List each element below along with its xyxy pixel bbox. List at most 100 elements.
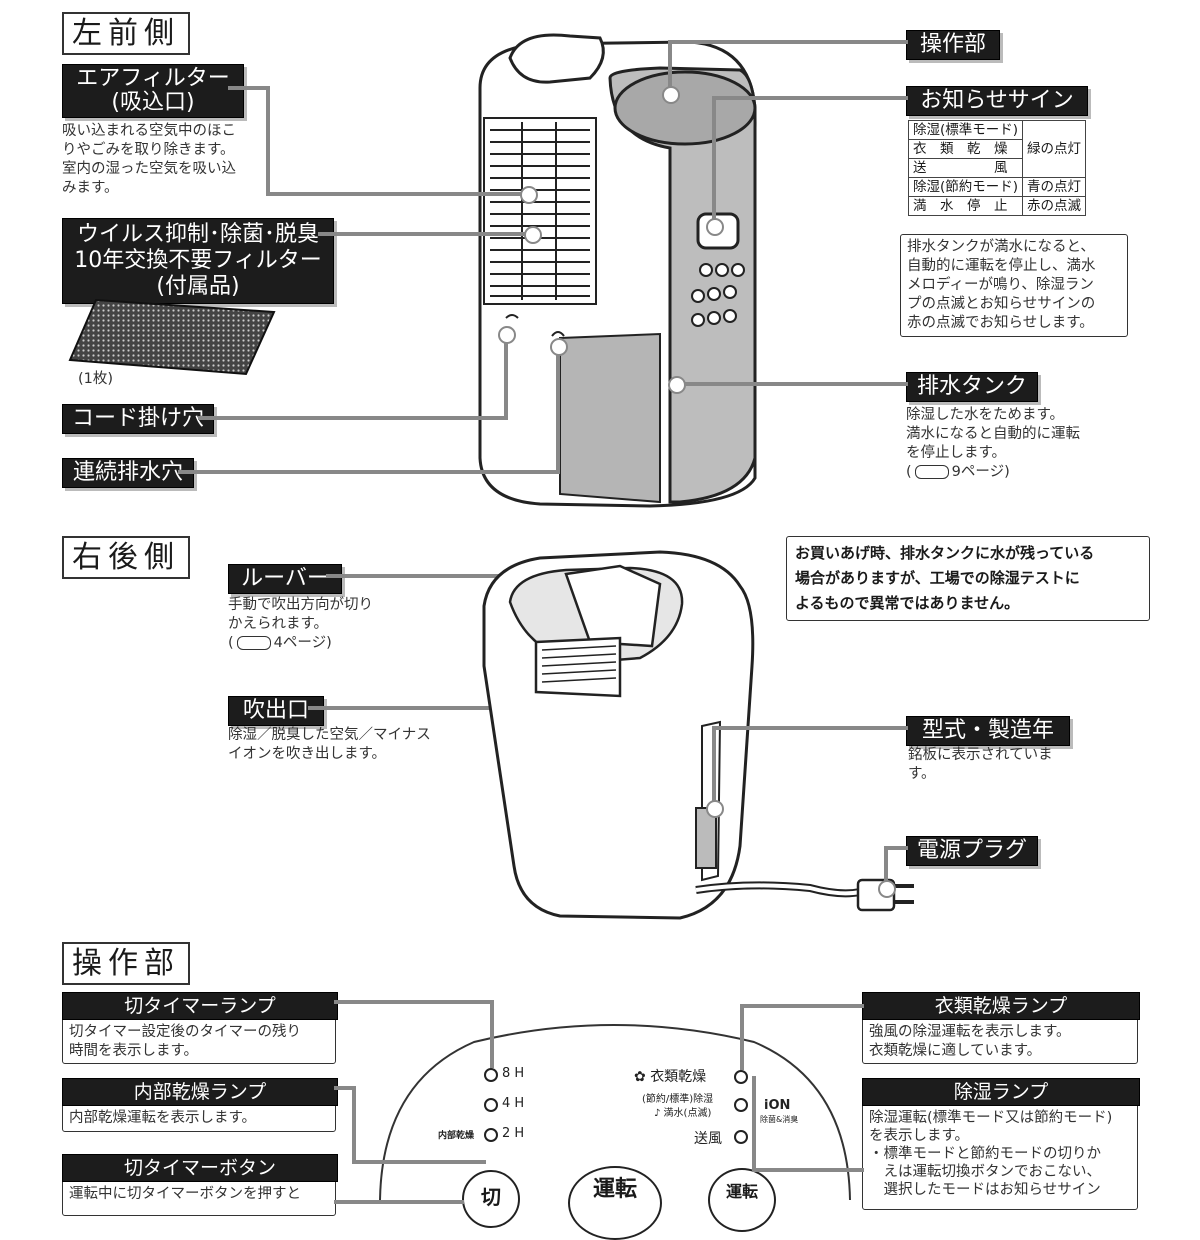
state-cell: 緑の点灯: [1022, 120, 1087, 178]
dehumidifier-back-illustration: [482, 550, 755, 920]
desc-line: 吸い込まれる空気中のほこ: [62, 123, 236, 139]
internal-dry-lamp-description: 内部乾燥運転を表示します。: [69, 1110, 257, 1126]
desc-line: 除湿運転(標準モード又は節約モード): [869, 1110, 1113, 1126]
full-tank-text: ♪ 満水(点滅): [654, 1108, 712, 1119]
laundry-lamp-callout: 衣類乾燥ランプ 強風の除湿運転を表示します。 衣類乾燥に適しています。: [862, 992, 1140, 1064]
leader-line: [228, 86, 270, 90]
desc-line: ・標準モードと節約モードの切りか: [869, 1146, 1101, 1162]
leader-line: [668, 40, 672, 92]
note-line: 場合がありますが、工場での除湿テストに: [795, 569, 1080, 587]
virus-filter-label: ウイルス抑制･除菌･脱臭 10年交換不要フィルター (付属品): [62, 218, 334, 304]
mode-switch-button[interactable]: 運転: [708, 1168, 776, 1232]
leader-line: [712, 96, 716, 226]
pointer-dot: [668, 376, 686, 394]
timer-4h-text: 4 H: [502, 1096, 525, 1111]
leader-line: [490, 1000, 494, 1068]
desc-line: りやごみを取り除きます。: [62, 142, 235, 158]
internal-dry-text: 内部乾燥: [438, 1131, 475, 1141]
note-line: 自動的に運転を停止し、満水: [907, 258, 1096, 274]
air-filter-title: エアフィルター: [76, 66, 230, 91]
leader-line: [334, 1200, 464, 1204]
internal-dry-lamp-callout: 内部乾燥ランプ 内部乾燥運転を表示します。: [62, 1078, 338, 1132]
ref-open: (: [906, 464, 912, 480]
timer-2h-lamp: [484, 1128, 498, 1142]
timer-button-description: 運転中に切タイマーボタンを押すと: [69, 1186, 301, 1202]
dehumidifier-front-illustration: [478, 33, 757, 508]
note-line: よるもので異常ではありません。: [795, 594, 1020, 612]
louver-description: 手動で吹出方向が切り かえられます。 (4ページ): [228, 596, 373, 653]
drain-tank-label: 排水タンク: [906, 372, 1038, 402]
leader-line: [752, 1168, 864, 1172]
desc-line: 衣類乾燥に適しています。: [869, 1043, 1042, 1059]
drain-hole-label: 連続排水穴: [62, 458, 194, 488]
fan-lamp: [734, 1130, 748, 1144]
timer-8h-lamp: [484, 1068, 498, 1082]
leader-line: [752, 1076, 756, 1172]
desc-line: す。: [908, 766, 936, 782]
internal-dry-lamp-title: 内部乾燥ランプ: [62, 1078, 338, 1106]
pointer-dot: [662, 86, 680, 104]
factory-water-note: お買いあげ時、排水タンクに水が残っている 場合がありますが、工場での除湿テストに…: [786, 536, 1150, 621]
run-button[interactable]: 運転: [568, 1166, 662, 1240]
mode-cell: 送 風: [907, 158, 1024, 178]
section-title-operation: 操作部: [62, 942, 190, 985]
mode-cell: 衣 類 乾 燥: [907, 139, 1024, 159]
off-timer-button[interactable]: 切: [462, 1170, 520, 1228]
pointing-hand-icon: [236, 636, 271, 650]
notice-sign-label: お知らせサイン: [906, 86, 1088, 116]
dehum-lamp-description: 除湿運転(標準モード又は節約モード) を表示します。 ・標準モードと節約モードの…: [863, 1107, 1137, 1201]
desc-line: 室内の湿った空気を吸い込: [62, 161, 236, 177]
mode-cell: 除湿(節約モード): [907, 177, 1024, 197]
leader-line: [266, 192, 528, 196]
model-description: 銘板に表示されていま す。: [908, 746, 1053, 784]
mode-cell: 除湿(標準モード): [907, 120, 1024, 140]
note-line: 赤の点滅でお知らせします。: [907, 315, 1094, 331]
laundry-label: 衣類乾燥: [650, 1069, 707, 1085]
pointer-dot: [524, 226, 542, 244]
desc-line: 選択したモードはお知らせサイン: [869, 1182, 1101, 1198]
desc-line: 満水になると自動的に運転: [906, 426, 1080, 442]
timer-lamp-callout: 切タイマーランプ 切タイマー設定後のタイマーの残り 時間を表示します。: [62, 992, 338, 1064]
timer-lamp-title: 切タイマーランプ: [62, 992, 338, 1020]
filter-count: (1枚): [78, 371, 114, 387]
state-cell: 赤の点滅: [1022, 196, 1087, 216]
desc-line: 切タイマー設定後のタイマーの残り: [69, 1024, 301, 1040]
leader-line: [556, 346, 560, 474]
desc-line: みます。: [62, 180, 119, 196]
desc-line: を表示します。: [869, 1128, 970, 1144]
leader-line: [668, 40, 908, 44]
timer-2h-text: 2 H: [502, 1126, 525, 1141]
desc-line: 強風の除湿運転を表示します。: [869, 1024, 1071, 1040]
ref-open: (: [228, 635, 234, 651]
dehum-lamp-title: 除湿ランプ: [862, 1078, 1140, 1106]
virus-filter-title: ウイルス抑制･除菌･脱臭: [76, 222, 319, 247]
note-line: お買いあげ時、排水タンクに水が残っている: [795, 544, 1095, 562]
drain-tank-description: 除湿した水をためます。 満水になると自動的に運転 を停止します。 (9ページ): [906, 406, 1080, 482]
ion-subtext: 除菌&消臭: [760, 1115, 799, 1124]
laundry-lamp: [734, 1070, 748, 1084]
leader-line: [334, 1086, 354, 1090]
leader-line: [178, 470, 560, 474]
section-title-right-back: 右後側: [62, 536, 190, 579]
leader-line: [308, 706, 590, 710]
notice-sign-table: 除湿(標準モード)緑の点灯 衣 類 乾 燥 送 風 除湿(節約モード)青の点灯 …: [907, 120, 1087, 216]
desc-line: かえられます。: [228, 616, 329, 632]
timer-button-title: 切タイマーボタン: [62, 1154, 338, 1182]
ref-page: 9ページ): [951, 464, 1010, 480]
air-filter-description: 吸い込まれる空気中のほこ りやごみを取り除きます。 室内の湿った空気を吸い込 み…: [62, 122, 236, 198]
control-panel-label: 操作部: [906, 30, 1000, 60]
outlet-description: 除湿／脱臭した空気／マイナス イオンを吹き出します。: [228, 726, 431, 764]
laundry-text: ✿ 衣類乾燥: [634, 1066, 706, 1086]
leader-line: [712, 726, 908, 730]
ref-page: 4ページ): [273, 635, 332, 651]
power-cord-illustration: [695, 878, 914, 912]
dehum-lamp: [734, 1098, 748, 1112]
air-filter-label: エアフィルター (吸込口): [62, 64, 244, 118]
model-label: 型式・製造年: [906, 716, 1070, 746]
louver-label: ルーバー: [228, 564, 342, 594]
dehum-text: (節約/標準)除湿: [642, 1094, 714, 1105]
pointer-dot: [706, 800, 724, 818]
section-title-left-front: 左前側: [62, 12, 190, 55]
leader-line: [676, 382, 908, 386]
leader-line: [740, 1004, 744, 1070]
